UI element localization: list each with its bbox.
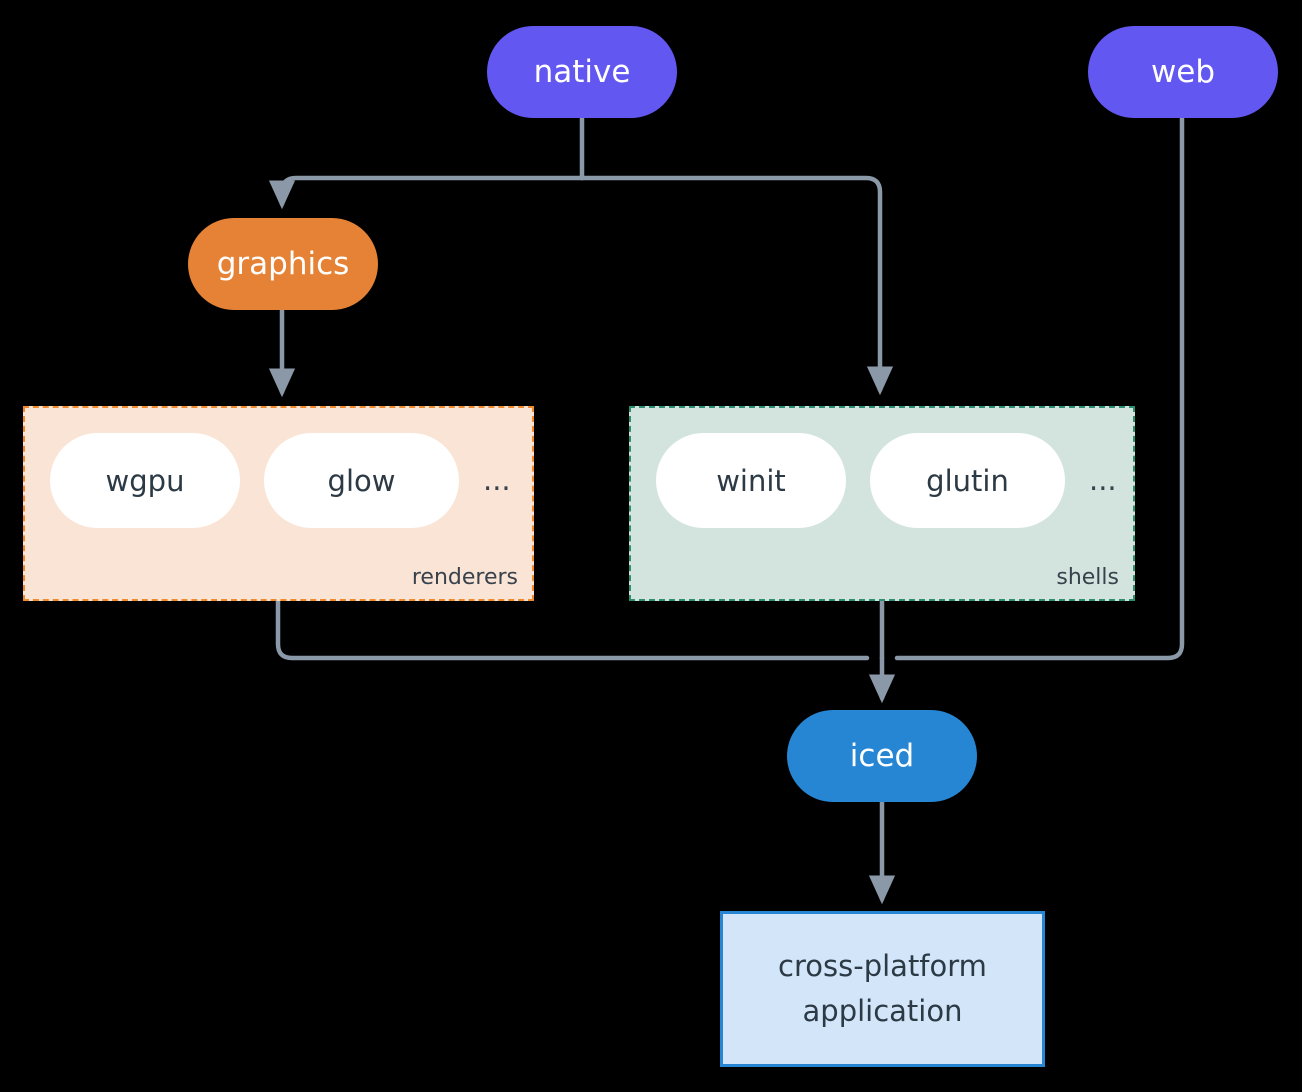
shell-item-winit[interactable]: winit bbox=[656, 433, 846, 528]
edge-renderers-to-iced bbox=[275, 598, 870, 661]
edge-native-to-graphics bbox=[268, 175, 585, 210]
node-iced-label: iced bbox=[849, 737, 915, 774]
node-iced[interactable]: iced bbox=[787, 710, 977, 802]
shell-item-glutin[interactable]: glutin bbox=[870, 433, 1065, 528]
renderer-item-glow[interactable]: glow bbox=[264, 433, 459, 528]
renderer-item-glow-label: glow bbox=[327, 463, 396, 498]
node-native-label: native bbox=[533, 53, 631, 90]
shell-item-glutin-label: glutin bbox=[926, 463, 1009, 498]
node-graphics-label: graphics bbox=[216, 245, 350, 282]
group-shells[interactable]: winit glutin ... shells bbox=[629, 406, 1135, 601]
node-cross-platform-application[interactable]: cross-platform application bbox=[720, 911, 1045, 1067]
node-web[interactable]: web bbox=[1088, 26, 1278, 118]
edge-native-to-shells bbox=[579, 175, 894, 396]
node-application-line1: cross-platform bbox=[778, 949, 987, 984]
shells-more-ellipsis: ... bbox=[1089, 463, 1117, 497]
node-native[interactable]: native bbox=[487, 26, 677, 118]
renderers-more-ellipsis: ... bbox=[483, 463, 511, 497]
shell-item-winit-label: winit bbox=[716, 463, 786, 498]
group-shells-label: shells bbox=[1056, 565, 1119, 590]
group-renderers-label: renderers bbox=[411, 565, 518, 590]
group-renderers[interactable]: wgpu glow ... renderers bbox=[23, 406, 534, 601]
node-web-label: web bbox=[1150, 53, 1216, 90]
renderer-item-wgpu[interactable]: wgpu bbox=[50, 433, 240, 528]
renderer-item-wgpu-label: wgpu bbox=[105, 463, 185, 498]
node-application-line2: application bbox=[802, 994, 963, 1028]
node-graphics[interactable]: graphics bbox=[188, 218, 378, 310]
